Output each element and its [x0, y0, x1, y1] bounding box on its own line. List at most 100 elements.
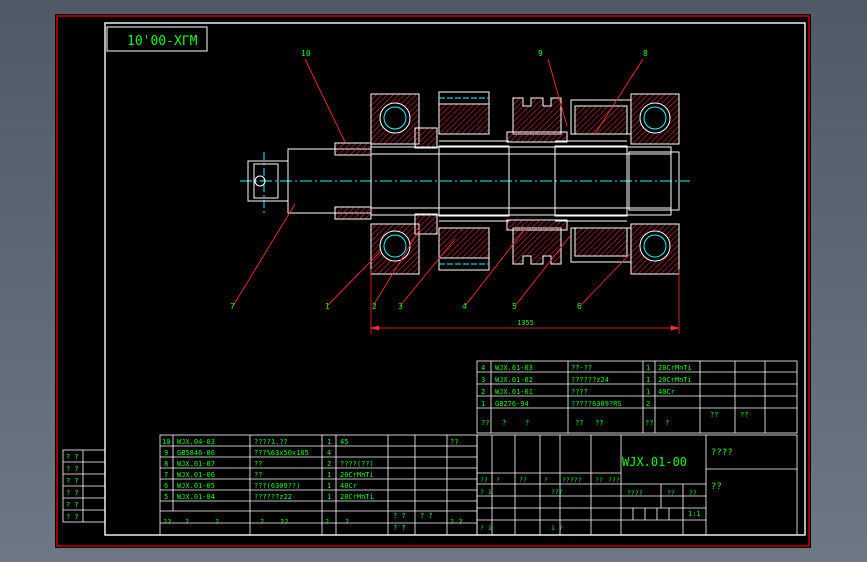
left-strip — [62, 449, 106, 523]
balloon-1: 1 — [325, 302, 330, 311]
upper-header-1: ? — [502, 419, 506, 427]
scale-label-1: ?? — [667, 489, 675, 497]
lower-header-9: ? ? — [393, 524, 406, 532]
lower-header-6: ? — [345, 518, 349, 526]
outer-frame — [56, 15, 810, 547]
lower-row5-code: WJX.01-05 — [177, 482, 215, 490]
left-strip-1: ? ? — [66, 465, 79, 473]
lower-row1-no: 10 — [162, 438, 170, 446]
lower-row6-code: WJX.01-04 — [177, 493, 215, 501]
upper-header-8: ?? — [740, 411, 748, 419]
upper-header-3: ?? — [575, 419, 583, 427]
title-cell: ???? — [711, 448, 733, 458]
inner-frame — [104, 22, 806, 536]
lower-row3-code: WJX.01-07 — [177, 460, 215, 468]
upper-row4-qty: 2 — [646, 400, 650, 408]
lower-parts-list — [159, 434, 478, 536]
spacer-bottom — [414, 213, 438, 235]
lower-row4-code: WJX.01-06 — [177, 471, 215, 479]
upper-row1-no: 4 — [481, 364, 485, 372]
lower-header-8: ? ? — [420, 512, 433, 520]
lower-row1-remark: ?? — [450, 438, 458, 446]
lower-header-2: ? — [215, 518, 219, 526]
lower-row5-qty: 1 — [327, 482, 331, 490]
sign-row-3: ? — [544, 476, 548, 484]
lower-row2-no: 9 — [164, 449, 168, 457]
lower-row2-name: ???%63x50x105 — [254, 449, 309, 457]
sign-row-6: ??? — [608, 476, 620, 484]
upper-header-4: ?? — [595, 419, 603, 427]
lower-row1-mat: 45 — [340, 438, 348, 446]
upper-header-0: ?? — [481, 419, 489, 427]
lower-row2-qty: 4 — [327, 449, 331, 457]
balloon-2: 2 — [372, 302, 377, 311]
balloon-9: 9 — [538, 49, 543, 58]
scale-value: 1:1 — [688, 510, 701, 518]
upper-row4-code: GB276-94 — [495, 400, 529, 408]
lower-row1-name: ????1.?? — [254, 438, 288, 446]
keyway — [253, 163, 279, 199]
sign-row-5: ?? — [595, 476, 603, 484]
lower-row1-qty: 1 — [327, 438, 331, 446]
upper-row1-code: WJX.01-03 — [495, 364, 533, 372]
balloon-7: 7 — [230, 302, 235, 311]
upper-row2-name: ??????z24 — [571, 376, 609, 384]
sign-row-2: ?? — [519, 476, 527, 484]
shaft-hole — [254, 175, 266, 187]
dimension-value: 1355 — [517, 319, 534, 327]
sleeve-section-top — [334, 142, 372, 156]
upper-row3-no: 2 — [481, 388, 485, 396]
sign-row-4: ????? — [562, 476, 582, 484]
upper-header-5: ?? — [645, 419, 653, 427]
left-strip-5: ? ? — [66, 513, 79, 521]
lower-row3-no: 8 — [164, 460, 168, 468]
sign-row-1: ? — [496, 476, 500, 484]
lower-header-5: ? — [325, 518, 329, 526]
title-block — [476, 434, 798, 536]
sheet-row-0: ? 1 — [480, 524, 492, 532]
lower-row2-code: GB5846-86 — [177, 449, 215, 457]
upper-row1-qty: 1 — [646, 364, 650, 372]
lower-row6-qty: 1 — [327, 493, 331, 501]
lower-row6-mat: 20CrMnTi — [340, 493, 374, 501]
upper-row1-name: ??-?? — [571, 364, 592, 372]
lower-header-7: ? ? — [393, 512, 406, 520]
corner-tag: 10'00-XΓM — [127, 34, 198, 49]
upper-row3-mat: 40Cr — [658, 388, 675, 396]
lower-row6-name: ??????z22 — [254, 493, 292, 501]
upper-row1-mat: 20CrMnTi — [658, 364, 692, 372]
left-strip-0: ? ? — [66, 453, 79, 461]
process-row-1: ??? — [551, 488, 563, 496]
upper-header-7: ?? — [710, 411, 718, 419]
lower-header-0: ?? — [163, 518, 171, 526]
upper-parts-list — [476, 360, 798, 434]
lower-header-1: ? — [185, 518, 189, 526]
balloon-3: 3 — [398, 302, 403, 311]
right-gear — [570, 99, 632, 263]
lower-row4-no: 7 — [164, 471, 168, 479]
upper-row2-mat: 20CrMnTi — [658, 376, 692, 384]
lower-row5-mat: 40Cr — [340, 482, 357, 490]
balloon-5: 5 — [512, 302, 517, 311]
scale-label-2: ?? — [689, 489, 697, 497]
balloon-10: 10 — [301, 49, 311, 58]
lower-row3-name: ?? — [254, 460, 262, 468]
lower-row4-name: ?? — [254, 471, 262, 479]
lower-row4-mat: 20CrMnTi — [340, 471, 374, 479]
left-strip-2: ? ? — [66, 477, 79, 485]
lower-row1-code: WJX.04-03 — [177, 438, 215, 446]
process-row-0: ? 1 — [480, 488, 492, 496]
balloon-6: 6 — [577, 302, 582, 311]
drawing-sheet: 10'00-XΓM — [55, 14, 811, 548]
lower-row3-qty: 2 — [327, 460, 331, 468]
left-bearing — [370, 93, 420, 275]
lower-row6-no: 5 — [164, 493, 168, 501]
cad-drawing: 10'00-XΓM — [56, 15, 810, 547]
upper-row2-no: 3 — [481, 376, 485, 384]
spacer-top — [414, 127, 438, 149]
balloon-4: 4 — [462, 302, 467, 311]
lower-row4-qty: 1 — [327, 471, 331, 479]
left-strip-3: ? ? — [66, 489, 79, 497]
needle-bearing-left — [438, 145, 510, 217]
left-strip-4: ? ? — [66, 501, 79, 509]
